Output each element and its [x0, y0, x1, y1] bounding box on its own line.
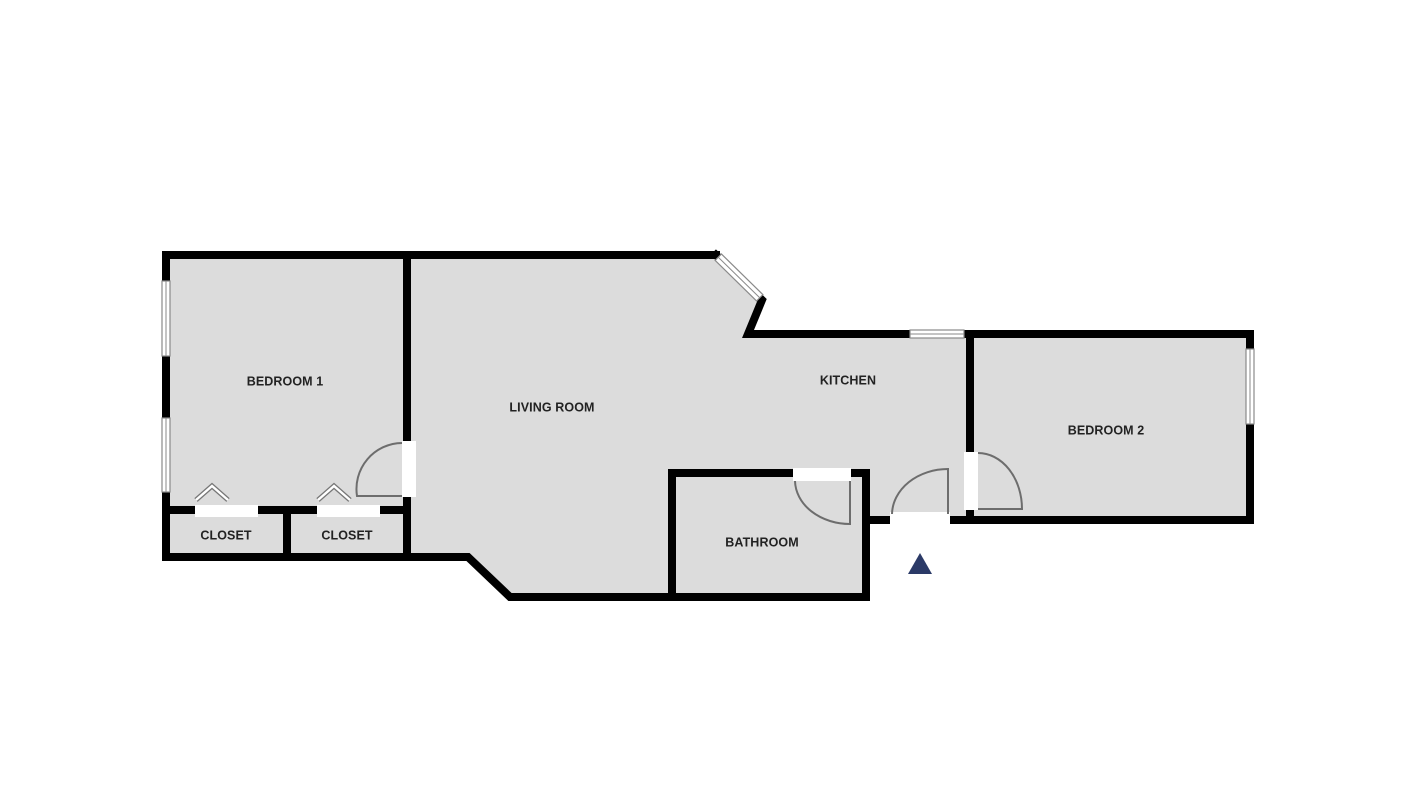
bathroom-floor	[672, 473, 866, 597]
living-kitchen-floor	[407, 255, 970, 597]
label-kitchen: KITCHEN	[820, 373, 876, 387]
door-swings	[194, 442, 1024, 526]
closet-2-bifold-door	[316, 482, 352, 502]
entry-door-swing	[891, 467, 949, 515]
floor-fills	[166, 255, 1250, 597]
window-kitchen	[909, 329, 965, 339]
closet-1-door-gap	[195, 505, 258, 517]
window-living-room-bay	[714, 253, 764, 302]
room-labels: BEDROOM 1 LIVING ROOM KITCHEN BEDROOM 2 …	[200, 373, 1144, 549]
bedroom-1-floor	[166, 255, 407, 510]
bathroom-door-gap	[793, 468, 851, 481]
outer-wall-west	[162, 251, 870, 601]
window-bedroom-1-lower	[161, 417, 171, 493]
window-bedroom-2	[1245, 348, 1255, 425]
label-bedroom-2: BEDROOM 2	[1068, 423, 1145, 437]
bedroom-2-door-gap	[964, 452, 978, 510]
label-closet-1: CLOSET	[200, 528, 252, 542]
label-closet-2: CLOSET	[321, 528, 373, 542]
closet-2-door-gap	[317, 505, 380, 517]
closet-1-bifold-door	[194, 482, 230, 502]
closet-1-floor	[166, 510, 287, 557]
bedroom-1-door-gap	[402, 441, 416, 497]
bedroom-2-floor	[970, 334, 1250, 520]
windows	[161, 253, 1255, 493]
door-openings	[195, 441, 978, 526]
label-living-room: LIVING ROOM	[509, 400, 594, 414]
bedroom-1-door-swing	[355, 442, 403, 497]
label-bedroom-1: BEDROOM 1	[247, 374, 324, 388]
entry-door-gap	[890, 512, 950, 526]
bathroom-door-swing	[794, 480, 851, 526]
label-bathroom: BATHROOM	[725, 535, 798, 549]
bedroom-2-walls	[946, 330, 1254, 524]
window-bedroom-1-upper	[161, 280, 171, 357]
entry-triangle-icon	[908, 553, 932, 574]
closet-2-floor	[287, 510, 407, 557]
bedroom-2-door-swing	[977, 452, 1024, 510]
